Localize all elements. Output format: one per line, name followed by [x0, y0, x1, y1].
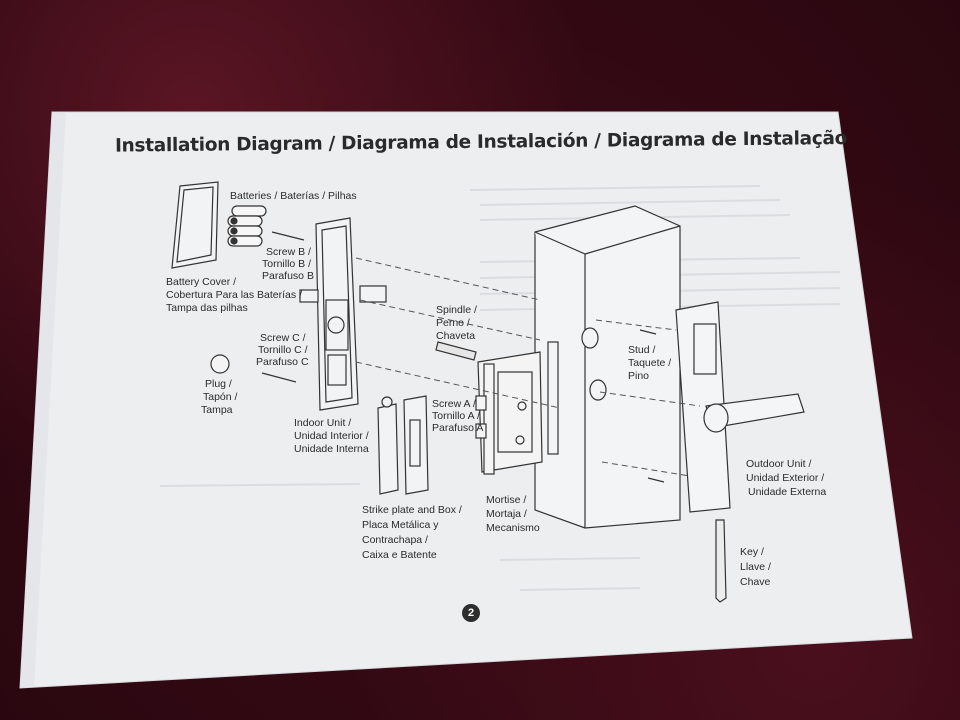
battery-cover-label-2: Cobertura Para las Baterías / — [166, 289, 302, 301]
strike-plate-label-1: Strike plate and Box / — [362, 504, 462, 516]
screw-b-label-2: Tornillo B / — [262, 258, 312, 270]
strike-plate-label-3: Contrachapa / — [362, 534, 428, 546]
stud-label-3: Pino — [628, 370, 650, 382]
screw-b-label-3: Parafuso B — [262, 270, 314, 282]
plug-label-1: Plug / — [205, 378, 232, 390]
stud-drawing-top — [639, 329, 657, 335]
screw-a-label-3: Parafuso A — [432, 422, 484, 434]
stud-drawing-bottom — [647, 477, 665, 483]
spindle-label-2: Perno / — [436, 317, 470, 329]
key-label-3: Chave — [740, 576, 771, 588]
key-label-1: Key / — [740, 546, 764, 558]
spindle-label-3: Chaveta — [436, 330, 476, 342]
screw-b-drawing — [271, 231, 305, 241]
screw-b-label-1: Screw B / — [266, 246, 311, 258]
indoor-unit-label-3: Unidade Interna — [294, 443, 369, 455]
screw-c-label-3: Parafuso C — [256, 356, 309, 368]
stud-label-1: Stud / — [628, 344, 656, 356]
mortise-drawing — [475, 351, 543, 475]
indoor-unit-drawing — [299, 217, 387, 411]
guide-lines — [355, 257, 701, 477]
key-drawing — [715, 519, 727, 603]
strike-plate-label-2: Placa Metálica y — [362, 519, 439, 531]
screw-c-label-2: Tornillo C / — [258, 344, 308, 356]
plug-label-2: Tapón / — [203, 391, 238, 403]
paper-sheet — [19, 111, 913, 689]
screw-c-label-1: Screw C / — [260, 332, 306, 344]
spindle-label-1: Spindle / — [436, 304, 477, 316]
battery-cover-label-3: Tampa das pilhas — [166, 302, 248, 314]
outdoor-unit-label-2: Unidad Exterior / — [746, 472, 825, 484]
page-number-badge: 2 — [462, 604, 480, 622]
indoor-unit-label-2: Unidad Interior / — [294, 430, 369, 442]
key-label-2: Llave / — [740, 561, 771, 573]
plug-label-3: Tampa — [201, 404, 233, 416]
stud-label-2: Taquete / — [628, 357, 672, 369]
mortise-label-2: Mortaja / — [486, 508, 527, 520]
mortise-label-3: Mecanismo — [486, 522, 540, 534]
batteries-drawing — [227, 205, 267, 247]
outdoor-unit-label-3: Unidade Externa — [748, 486, 827, 498]
outdoor-unit-drawing — [675, 301, 805, 513]
screw-a-label-1: Screw A / — [432, 398, 476, 410]
indoor-unit-label-1: Indoor Unit / — [294, 417, 352, 429]
battery-cover-label-1: Battery Cover / — [166, 276, 237, 288]
mortise-label-1: Mortise / — [486, 494, 527, 506]
battery-cover-drawing — [171, 181, 219, 269]
batteries-label: Batteries / Baterías / Pilhas — [230, 190, 357, 202]
strike-plate-drawing — [377, 395, 429, 495]
screw-c-drawing — [261, 372, 297, 383]
strike-plate-label-4: Caixa e Batente — [362, 549, 437, 561]
plug-drawing — [210, 354, 230, 374]
screw-a-label-2: Tornillo A / — [432, 410, 480, 422]
outdoor-unit-label-1: Outdoor Unit / — [746, 458, 812, 470]
spindle-drawing — [435, 341, 477, 361]
door-drawing — [534, 205, 681, 529]
